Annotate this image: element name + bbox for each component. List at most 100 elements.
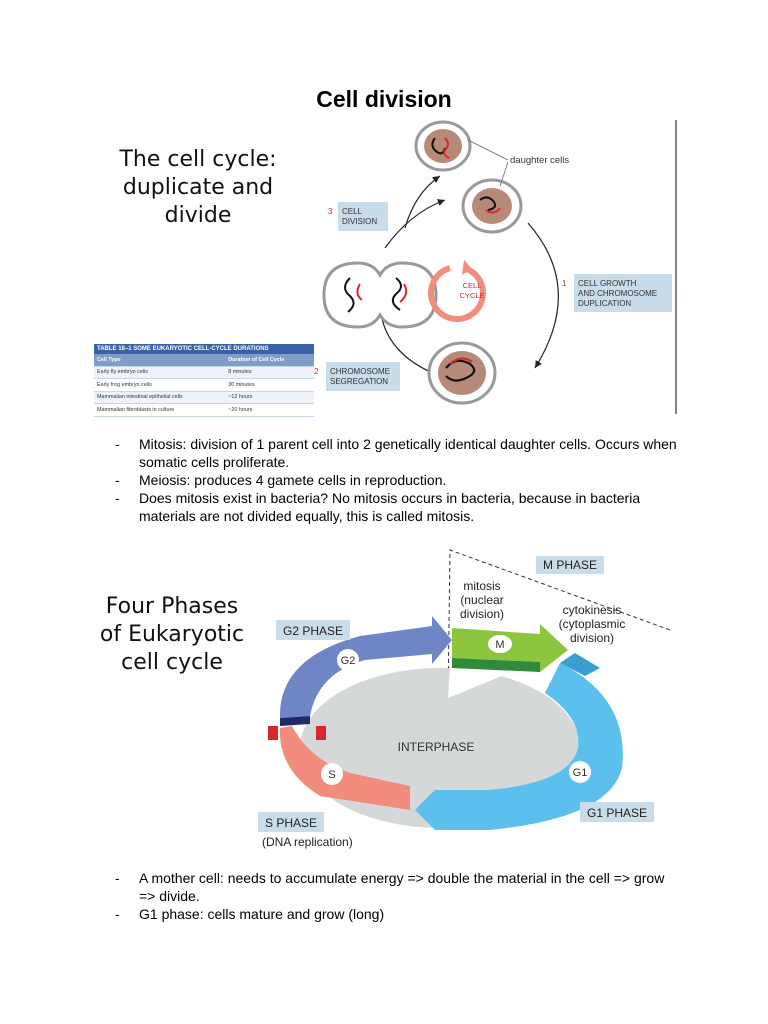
cytokinesis-label: cytokinesis [563,603,622,617]
list-item: -Meiosis: produces 4 gamete cells in rep… [115,471,680,489]
step-text: SEGREGATION [330,377,388,386]
m-phase-box [536,556,604,574]
step-box [338,202,388,231]
bullet-list-1: - Mitosis: division of 1 parent cell into… [115,435,680,525]
dividing-cell [322,261,438,329]
step-text: DUPLICATION [578,299,631,308]
table-row: Mammalian fibroblasts in culture ~20 hou… [94,403,314,417]
list-item: - A mother cell: needs to accumulate ener… [115,869,680,905]
s-badge-label: S [328,769,335,781]
heading-line: The cell cycle: [119,147,277,172]
step-text: DIVISION [342,217,377,226]
heading-line: cell cycle [121,650,223,675]
bullet-dash: - [115,870,120,886]
table-header: Cell Type [94,354,226,367]
s-phase-label: S PHASE [265,816,317,830]
mitosis-label: (nuclear [460,593,503,607]
g2-badge-label: G2 [341,655,356,667]
g1-arrow-edge [560,653,600,676]
m-badge-label: M [495,639,504,651]
m-phase-label: M PHASE [543,558,597,572]
table-cell: Early frog embryo cells [94,378,226,392]
table-body: Cell Type Duration of Cell Cycle Early f… [94,354,314,417]
dna-replication-label: (DNA replication) [262,835,353,849]
bullet-text: G1 phase: cells mature and grow (long) [139,906,385,922]
g1-badge-label: G1 [573,767,588,779]
bullet-text: Meiosis: produces 4 gamete cells in repr… [139,472,447,488]
cycle-label: CYCLE [459,291,484,300]
step-box [574,274,672,312]
cytokinesis-label: division) [570,631,614,645]
table-header-row: Cell Type Duration of Cell Cycle [94,354,314,367]
table-header: Duration of Cell Cycle [225,354,314,367]
table-cell: Early fly embryo cells [94,366,226,379]
division-arrow-upper [404,175,441,229]
s-phase-box [258,812,324,832]
step-box [326,362,400,391]
table-cell: ~12 hours [225,391,314,404]
bullet-list-2: - A mother cell: needs to accumulate ener… [115,869,680,923]
bullet-dash: - [115,490,120,506]
step-number: 2 [314,367,319,376]
step-text: CELL [342,207,363,216]
mitosis-label: mitosis [463,579,500,593]
table-cell: Mammalian intestinal epithelial cells [94,391,226,404]
s-arrow [279,726,410,810]
step-number: 3 [328,207,333,216]
s-badge [321,763,343,785]
mitosis-label: division) [460,607,504,621]
interphase-label: INTERPHASE [398,740,475,754]
daughter-cells-label: daughter cells [510,155,569,166]
cycle-duration-table: TABLE 18–1 SOME EUKARYOTIC CELL-CYCLE DU… [94,344,314,417]
s-arrow-tail [268,726,278,740]
g2-arrow-edge [280,716,310,726]
daughter-pointer [467,139,509,161]
cycle-arrowhead [462,260,472,275]
step-text: CHROMOSOME [330,367,390,376]
heading-line: Four Phases [105,594,239,619]
table-row: Mammalian intestinal epithelial cells ~1… [94,391,314,404]
table-cell: Mammalian fibroblasts in culture [94,403,226,417]
g2-badge [337,649,359,671]
cycle-ring [428,265,486,323]
cell-cycle-heading: The cell cycle: duplicate and divide [108,146,288,230]
page-title: Cell division [316,86,452,112]
cycle-label: CELL [463,281,482,290]
list-item: - Does mitosis exist in bacteria? No mito… [115,489,680,525]
table-row: Early fly embryo cells 8 minutes [94,366,314,379]
g1-phase-box [580,802,654,822]
bullet-text: A mother cell: needs to accumulate energ… [139,870,665,904]
heading-line: divide [164,203,232,228]
table-cell: 30 minutes [225,378,314,392]
division-arrow-lower [384,199,446,249]
list-item: - Mitosis: division of 1 parent cell into… [115,435,680,471]
table-title: TABLE 18–1 SOME EUKARYOTIC CELL-CYCLE DU… [94,344,314,354]
step-text: CELL GROWTH [578,279,637,288]
bullet-dash: - [115,906,120,922]
m-arrow-edge [452,658,540,672]
bullet-dash: - [115,436,120,452]
heading-line: duplicate and [122,175,274,200]
g1-arrow [415,663,623,830]
step-number: 1 [562,279,567,288]
heading-line: of Eukaryotic [99,622,245,647]
s-arrow-tail [316,726,326,740]
g2-phase-label: G2 PHASE [283,624,343,638]
replicated-cell [427,341,497,405]
table-cell: 8 minutes [225,366,314,379]
g2-arrow [279,616,452,718]
table-cell: ~20 hours [225,403,314,417]
m-badge [488,635,512,653]
step-text: AND CHROMOSOME [578,289,657,298]
daughter-cell-bottom [461,178,523,234]
cell-cycle-diagram: daughter cells CELL CYCLE 3 CELL DIVISIO… [314,120,677,414]
g1-phase-label: G1 PHASE [587,806,647,820]
daughter-cell-top [414,120,472,172]
bullet-text: Does mitosis exist in bacteria? No mitos… [139,490,641,524]
bullet-text: Mitosis: division of 1 parent cell into … [139,436,677,470]
four-phases-heading: Four Phases of Eukaryotic cell cycle [96,593,248,677]
table-row: Early frog embryo cells 30 minutes [94,378,314,392]
cytokinesis-label: (cytoplasmic [559,617,626,631]
g1-badge [569,761,591,783]
g2-phase-box [276,620,350,640]
